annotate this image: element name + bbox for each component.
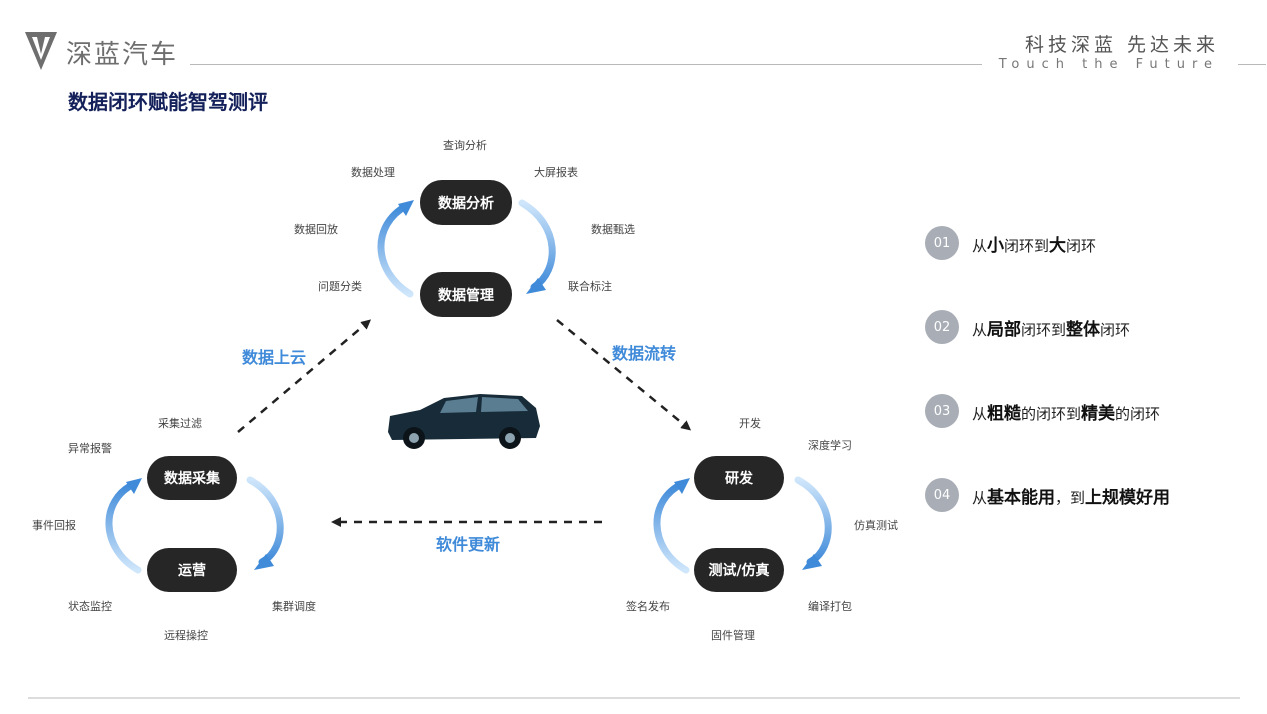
node-operations: 运营 xyxy=(147,548,237,592)
label-joint-annotation: 联合标注 xyxy=(568,280,612,293)
label-data-playback: 数据回放 xyxy=(294,223,338,236)
point-number-badge: 03 xyxy=(925,394,959,428)
point-text: 从小闭环到大闭环 xyxy=(972,235,1097,256)
label-deep-learning: 深度学习 xyxy=(808,439,852,452)
point-item: 04 从基本能用，到上规模好用 xyxy=(925,478,1170,512)
header-divider-right xyxy=(1238,64,1266,65)
arrow-upload xyxy=(237,319,372,433)
label-data-processing: 数据处理 xyxy=(351,166,395,179)
label-remote-control: 远程操控 xyxy=(164,629,208,642)
left-cycle-arrows xyxy=(105,476,284,574)
car-image xyxy=(388,394,540,449)
node-data-collection: 数据采集 xyxy=(147,456,237,500)
node-development: 研发 xyxy=(694,456,784,500)
node-data-management: 数据管理 xyxy=(420,272,512,317)
point-text: 从粗糙的闭环到精美的闭环 xyxy=(972,403,1161,424)
slogan-en: Touch the Future xyxy=(998,57,1219,72)
page-title: 数据闭环赋能智驾测评 xyxy=(68,90,268,114)
label-data-selection: 数据甄选 xyxy=(591,223,635,236)
label-compile-package: 编译打包 xyxy=(808,600,852,613)
label-simulation-test: 仿真测试 xyxy=(854,519,898,532)
brand-name: 深蓝汽车 xyxy=(66,40,179,70)
right-cycle-arrows xyxy=(653,476,832,574)
flow-software-update: 软件更新 xyxy=(436,535,501,554)
label-develop: 开发 xyxy=(739,417,761,430)
flow-data-upload: 数据上云 xyxy=(242,348,307,367)
header-divider-left xyxy=(190,64,982,65)
label-collection-filter: 采集过滤 xyxy=(158,417,202,430)
point-number-badge: 02 xyxy=(925,310,959,344)
label-issue-classification: 问题分类 xyxy=(318,280,362,293)
arrow-transfer xyxy=(556,319,692,431)
point-item: 01 从小闭环到大闭环 xyxy=(925,226,1096,260)
point-text: 从基本能用，到上规模好用 xyxy=(972,487,1171,508)
point-number-badge: 01 xyxy=(925,226,959,260)
brand-logo-icon xyxy=(25,32,57,70)
label-big-screen-report: 大屏报表 xyxy=(534,166,578,179)
flow-data-transfer: 数据流转 xyxy=(612,344,677,363)
top-cycle-arrows xyxy=(377,199,556,298)
slogan-cn: 科技深蓝 先达未来 xyxy=(1024,34,1219,56)
label-anomaly-alarm: 异常报警 xyxy=(68,442,112,455)
node-data-analysis: 数据分析 xyxy=(420,180,512,225)
label-event-report: 事件回报 xyxy=(32,519,76,532)
label-status-monitor: 状态监控 xyxy=(68,600,112,613)
point-item: 03 从粗糙的闭环到精美的闭环 xyxy=(925,394,1160,428)
label-sign-release: 签名发布 xyxy=(626,600,670,613)
label-firmware-management: 固件管理 xyxy=(711,629,755,642)
brand-logo xyxy=(24,30,58,72)
point-number-badge: 04 xyxy=(925,478,959,512)
point-item: 02 从局部闭环到整体闭环 xyxy=(925,310,1130,344)
label-cluster-scheduling: 集群调度 xyxy=(272,600,316,613)
label-query-analysis: 查询分析 xyxy=(443,139,487,152)
point-text: 从局部闭环到整体闭环 xyxy=(972,319,1131,340)
node-test-simulation: 测试/仿真 xyxy=(694,548,784,592)
